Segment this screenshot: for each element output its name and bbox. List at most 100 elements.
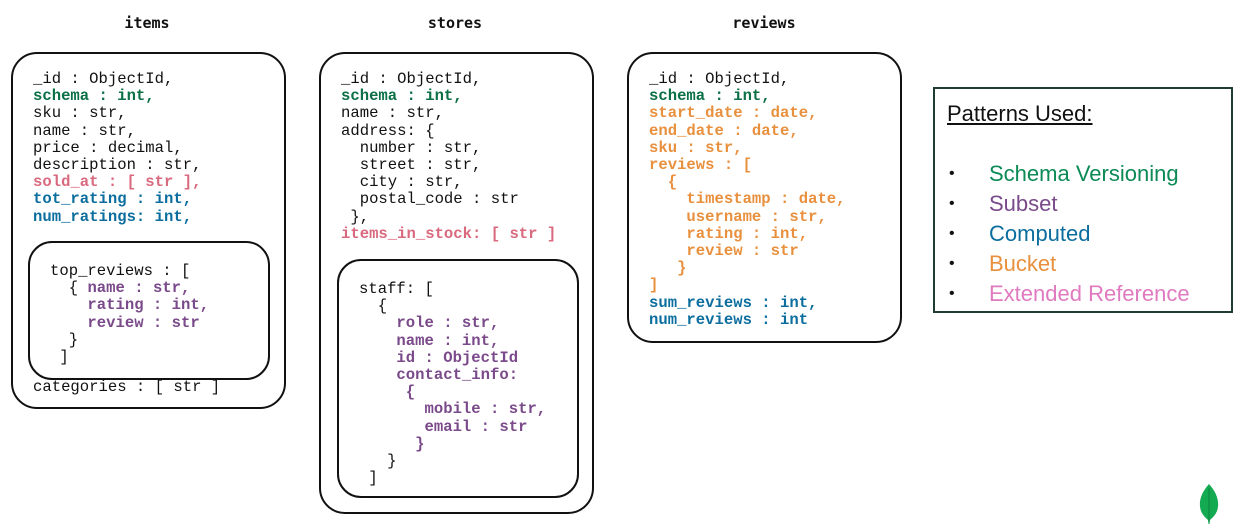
code-line: { (359, 298, 546, 315)
field-text: num_reviews : int (649, 310, 809, 329)
code-line: sku : str, (649, 139, 846, 157)
field-text: ] (50, 348, 69, 367)
code-line: contact_info: (359, 366, 546, 385)
code-line: { (359, 384, 546, 401)
field-text: address: { (341, 121, 435, 140)
code-line: start_date : date, (649, 105, 846, 122)
code-line: num_reviews : int (649, 310, 846, 329)
legend-label: Bucket (989, 251, 1057, 276)
code-line: }, (341, 207, 556, 226)
field-text: city : str, (341, 173, 463, 192)
code-line: sold_at : [ str ], (33, 174, 201, 191)
field-text: top_reviews : [ (50, 262, 191, 280)
field-text: { (359, 297, 388, 316)
code-line: } (359, 452, 546, 471)
code-line: price : decimal, (33, 138, 201, 157)
legend-label: Computed (989, 221, 1091, 246)
stores-title: stores (427, 14, 483, 32)
field-text: review : str (649, 242, 799, 261)
bullet-icon: • (949, 225, 955, 242)
code-line: schema : int, (33, 88, 201, 105)
field-text: start_date : date, (649, 104, 818, 123)
patterns-legend: Patterns Used: •Schema Versioning •Subse… (933, 87, 1233, 313)
legend-title: Patterns Used: (947, 101, 1093, 126)
items-title: items (124, 14, 170, 32)
code-line: ] (50, 348, 209, 367)
field-text: { (50, 279, 88, 298)
code-line: end_date : date, (649, 122, 846, 140)
items-collection-box: _id : ObjectId,schema : int,sku : str,na… (11, 52, 286, 409)
code-line: ] (359, 470, 546, 487)
bullet-icon: • (949, 165, 955, 182)
code-line: rating : int, (649, 225, 846, 243)
field-text: } (359, 434, 425, 453)
bullet-icon: • (949, 285, 955, 302)
code-line: num_ratings: int, (33, 207, 201, 226)
field-text: timestamp : date, (649, 190, 846, 209)
bullet-icon: • (949, 255, 955, 272)
field-text: sum_reviews : int, (649, 293, 818, 312)
code-line: reviews : [ (649, 156, 846, 175)
field-text: tot_rating : int, (33, 190, 193, 209)
top-reviews-fields: top_reviews : [ { name : str, rating : i… (50, 262, 210, 367)
bullet-icon: • (949, 195, 955, 212)
field-text: } (359, 452, 397, 471)
stores-staff-box: staff: [ { role : str, name : int, id : … (337, 259, 579, 498)
code-line: sku : str, (33, 105, 201, 122)
code-line: city : str, (341, 174, 556, 191)
field-text: }, (341, 207, 370, 226)
code-line: _id : ObjectId, (33, 70, 201, 88)
code-line: categories : [ str ] (33, 378, 221, 396)
field-text: price : decimal, (33, 138, 183, 157)
field-text: ] (359, 469, 378, 488)
field-text: } (50, 330, 79, 349)
field-text: schema : int, (649, 87, 771, 106)
field-text: _id : ObjectId, (649, 70, 790, 88)
code-line: staff: [ (359, 280, 546, 298)
field-text: mobile : str, (359, 400, 547, 419)
code-line: name : int, (359, 331, 546, 350)
field-text: number : str, (341, 138, 482, 157)
field-text: name : int, (359, 331, 500, 350)
field-text: reviews : [ (649, 156, 752, 175)
field-text: review : str (50, 313, 200, 332)
reviews-collection-box: _id : ObjectId,schema : int,start_date :… (627, 52, 902, 343)
code-line: username : str, (649, 208, 846, 226)
leaf-icon (1199, 484, 1219, 524)
code-line: name : str, (341, 105, 556, 122)
code-line: street : str, (341, 156, 556, 174)
field-text: rating : int, (50, 296, 210, 315)
legend-item-extended-reference: • Extended Reference (949, 279, 1190, 309)
code-line: sum_reviews : int, (649, 293, 846, 312)
code-line: review : str (649, 242, 846, 261)
code-line: ] (649, 277, 846, 294)
field-text: items_in_stock: [ str ] (341, 224, 557, 243)
field-text: staff: [ (359, 280, 434, 298)
field-text: _id : ObjectId, (33, 70, 174, 88)
field-text: name : str, (87, 279, 191, 298)
field-text: email : str (359, 417, 528, 436)
stores-collection-box: _id : ObjectId,schema : int,name : str,a… (319, 52, 594, 514)
field-text: name : str, (33, 121, 136, 140)
field-text: name : str, (341, 104, 444, 123)
code-line: _id : ObjectId, (341, 70, 556, 88)
stores-fields: _id : ObjectId,schema : int,name : str,a… (341, 70, 557, 243)
code-line: timestamp : date, (649, 190, 846, 209)
field-text: categories : [ str ] (33, 378, 221, 396)
code-line: schema : int, (649, 88, 846, 105)
field-text: num_ratings: int, (33, 207, 193, 226)
code-line: name : str, (33, 121, 201, 140)
field-text: description : str, (33, 156, 202, 175)
field-text: sold_at : [ str ], (33, 173, 202, 192)
code-line: } (359, 434, 546, 453)
field-text: { (649, 173, 678, 192)
code-line: { name : str, (50, 280, 209, 297)
field-text: contact_info: (359, 366, 519, 385)
code-line: { (649, 174, 846, 191)
code-line: postal_code : str (341, 191, 556, 208)
code-line: top_reviews : [ (50, 262, 209, 280)
field-text: role : str, (359, 314, 500, 333)
legend-label: Extended Reference (989, 281, 1190, 306)
reviews-title: reviews (732, 14, 796, 32)
code-line: role : str, (359, 315, 546, 332)
